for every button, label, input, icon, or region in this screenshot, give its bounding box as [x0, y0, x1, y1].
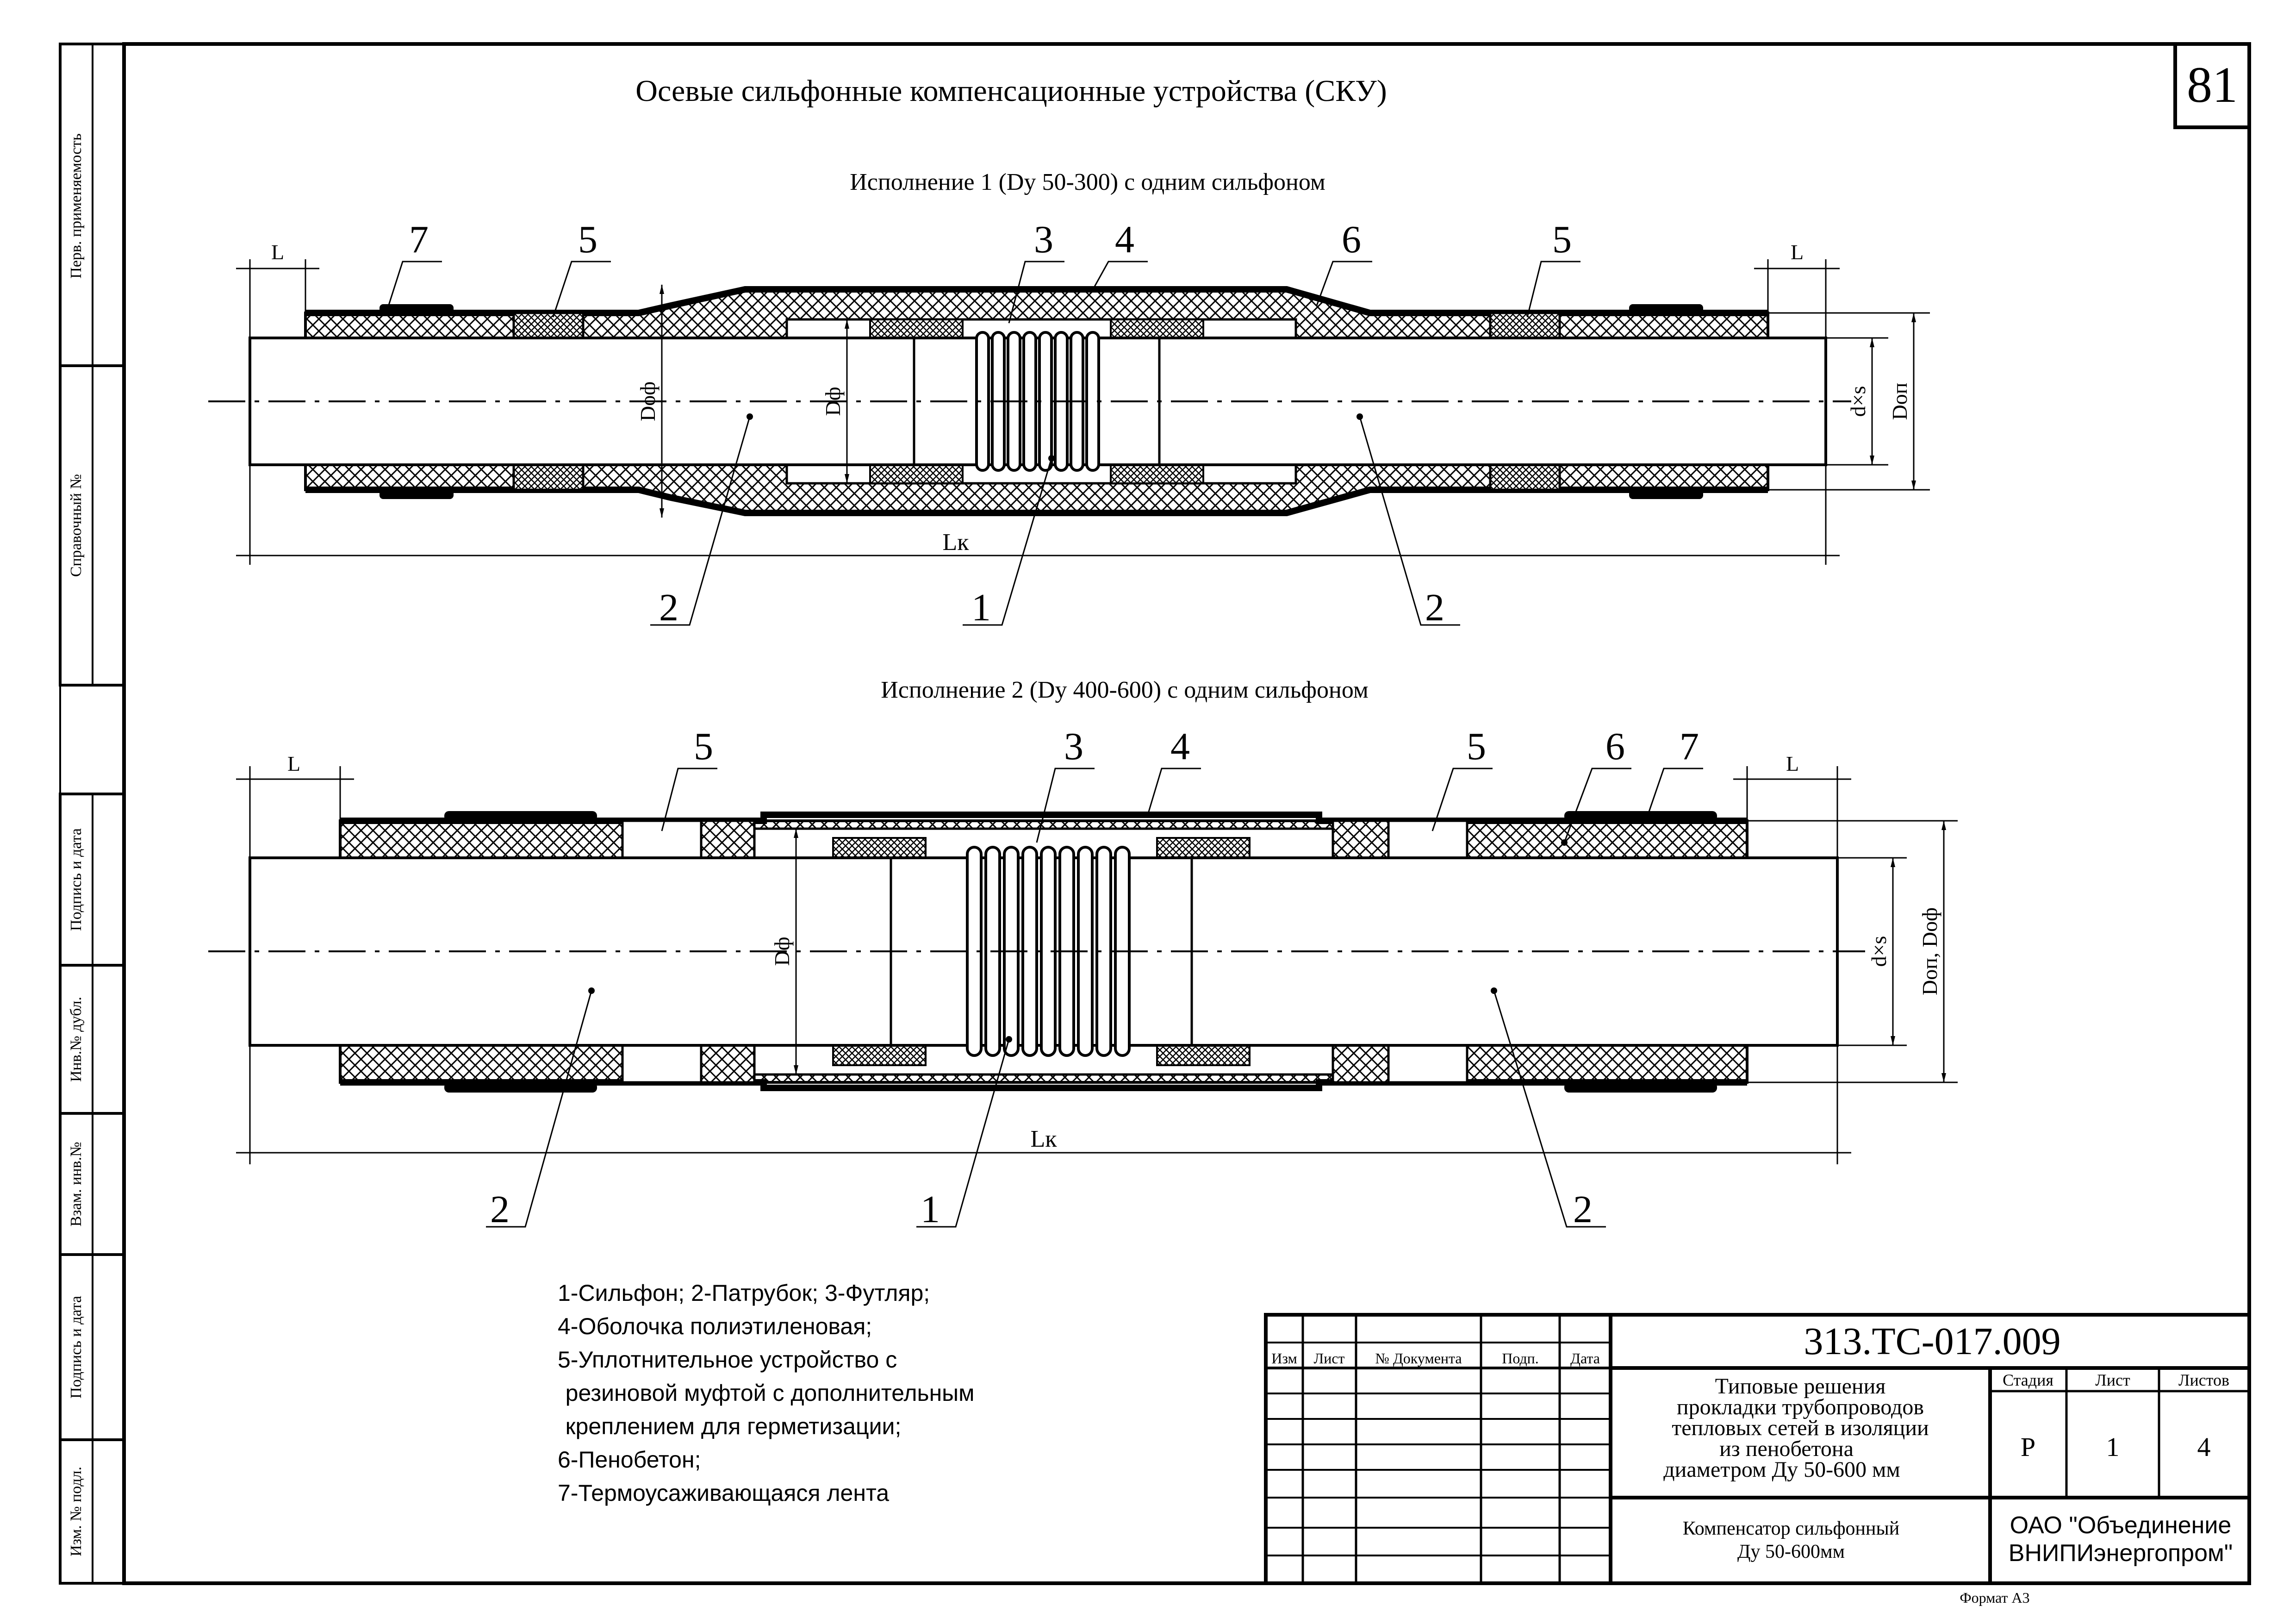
v2-callout-4: 4: [1170, 725, 1190, 768]
stage-header-list: Лист: [2095, 1371, 2130, 1389]
v1-dim-L-right: L: [1791, 240, 1804, 264]
sheet-title: Осевые сильфонные компенсационные устрой…: [635, 74, 1387, 108]
v2-callout-5b: 5: [1467, 725, 1486, 768]
desc-line-4: из пенобетона: [1719, 1437, 1854, 1461]
org-line-1: ОАО "Объединение: [2010, 1512, 2232, 1539]
stamp-field-5: Взам. инв.№: [68, 1142, 85, 1226]
legend-line-4: резиновой муфтой с дополнительным: [546, 1380, 975, 1406]
variant1-drawing: Исполнение 1 (Dy 50-300) с одним сильфон…: [208, 169, 1930, 629]
v2-dim-L-left: L: [287, 752, 300, 775]
v2-callout-3: 3: [1064, 725, 1083, 768]
v2-callout-1: 1: [921, 1188, 940, 1231]
v2-dim-Lk: Lк: [1030, 1126, 1057, 1152]
title-block-text: 313.ТС-017.009 Изм Лист № Документа Подп…: [1271, 1320, 2233, 1567]
v2-callout-5a: 5: [694, 725, 713, 768]
legend-line-5: креплением для герметизации;: [546, 1413, 901, 1439]
v1-dim-dxs: d×s: [1846, 386, 1870, 417]
stamp-field-4: Инв.№ дубл.: [68, 997, 85, 1082]
format-label: Формат А3: [1960, 1589, 2029, 1606]
desc-line-2: прокладки трубопроводов: [1677, 1395, 1924, 1419]
v2-callout-6: 6: [1605, 725, 1625, 768]
v1-callout-7: 7: [409, 218, 429, 261]
v1-dim-Dop: Dоп: [1888, 383, 1911, 420]
legend-line-3: 5-Уплотнительное устройство с: [558, 1347, 897, 1373]
legend-line-2: 4-Оболочка полиэтиленовая;: [558, 1313, 872, 1339]
rev-header-date: Дата: [1570, 1350, 1600, 1367]
variant2-drawing: Исполнение 2 (Dy 400-600) с одним сильфо…: [208, 677, 1958, 1231]
v2-dim-Dph: Dф: [770, 937, 794, 966]
v2-callout-2b: 2: [1573, 1188, 1593, 1231]
v1-callout-2a: 2: [659, 586, 678, 629]
legend: 1-Сильфон; 2-Патрубок; 3-Футляр; 4-Оболо…: [546, 1280, 975, 1506]
v1-callout-6: 6: [1342, 218, 1361, 261]
v2-dim-L-right: L: [1786, 752, 1799, 775]
stamp-field-6: Подпись и дата: [68, 1296, 85, 1399]
sheet-value: 1: [2106, 1432, 2120, 1462]
item-name-line-1: Компенсатор сильфонный: [1683, 1518, 1899, 1539]
title-block: [1264, 1313, 2251, 1585]
v2-callout-2a: 2: [490, 1188, 510, 1231]
v1-dim-L-left: L: [271, 240, 284, 264]
org-line-2: ВНИПИэнергопром": [2009, 1540, 2233, 1567]
desc-line-5: диаметром Ду 50-600 мм: [1663, 1457, 1900, 1482]
stamp-field-1: Перв. применяемость: [68, 133, 85, 278]
v1-callout-5b: 5: [1552, 218, 1572, 261]
stamp-field-3: Подпись и дата: [68, 828, 85, 931]
stamp-field-2: Справочный №: [68, 474, 85, 577]
v1-callout-5a: 5: [578, 218, 597, 261]
stage-header-stadia: Стадия: [2003, 1371, 2053, 1389]
v1-dim-Lk: Lк: [942, 529, 969, 556]
v1-dim-Dph: Dф: [821, 387, 845, 416]
rev-header-list: Лист: [1313, 1350, 1344, 1367]
v1-callout-3: 3: [1034, 218, 1053, 261]
legend-line-1: 1-Сильфон; 2-Патрубок; 3-Футляр;: [558, 1280, 930, 1306]
rev-header-izm: Изм: [1271, 1350, 1297, 1367]
legend-line-6: 6-Пенобетон;: [558, 1447, 701, 1473]
page-number: 81: [2187, 56, 2238, 113]
v1-callout-4: 4: [1115, 218, 1134, 261]
v2-callout-7: 7: [1680, 725, 1699, 768]
doc-code: 313.ТС-017.009: [1804, 1320, 2060, 1363]
v1-dim-Doph: Dоф: [636, 381, 660, 421]
stage-header-listov: Листов: [2178, 1371, 2229, 1389]
stamp-field-7: Изм. № подл.: [68, 1467, 85, 1556]
legend-line-7: 7-Термоусаживающаяся лента: [558, 1480, 889, 1506]
desc-line-3: тепловых сетей в изоляции: [1672, 1416, 1929, 1440]
rev-header-sign: Подп.: [1502, 1350, 1539, 1367]
v2-dim-Dop-Doph: Dоп, Dоф: [1918, 907, 1941, 995]
desc-line-1: Типовые решения: [1715, 1374, 1886, 1399]
stage-value: Р: [2021, 1432, 2035, 1462]
rev-header-doc: № Документа: [1375, 1350, 1462, 1367]
item-name-line-2: Ду 50-600мм: [1737, 1541, 1845, 1562]
sheets-total-value: 4: [2197, 1432, 2211, 1462]
v2-dim-dxs: d×s: [1867, 936, 1891, 967]
variant1-title: Исполнение 1 (Dy 50-300) с одним сильфон…: [850, 169, 1325, 195]
v1-callout-2b: 2: [1425, 586, 1444, 629]
side-stamp: Перв. применяемость Справочный № Подпись…: [59, 43, 125, 1585]
page-number-box: [2173, 42, 2251, 129]
v1-callout-1: 1: [971, 586, 991, 629]
variant2-title: Исполнение 2 (Dy 400-600) с одним сильфо…: [881, 677, 1368, 703]
